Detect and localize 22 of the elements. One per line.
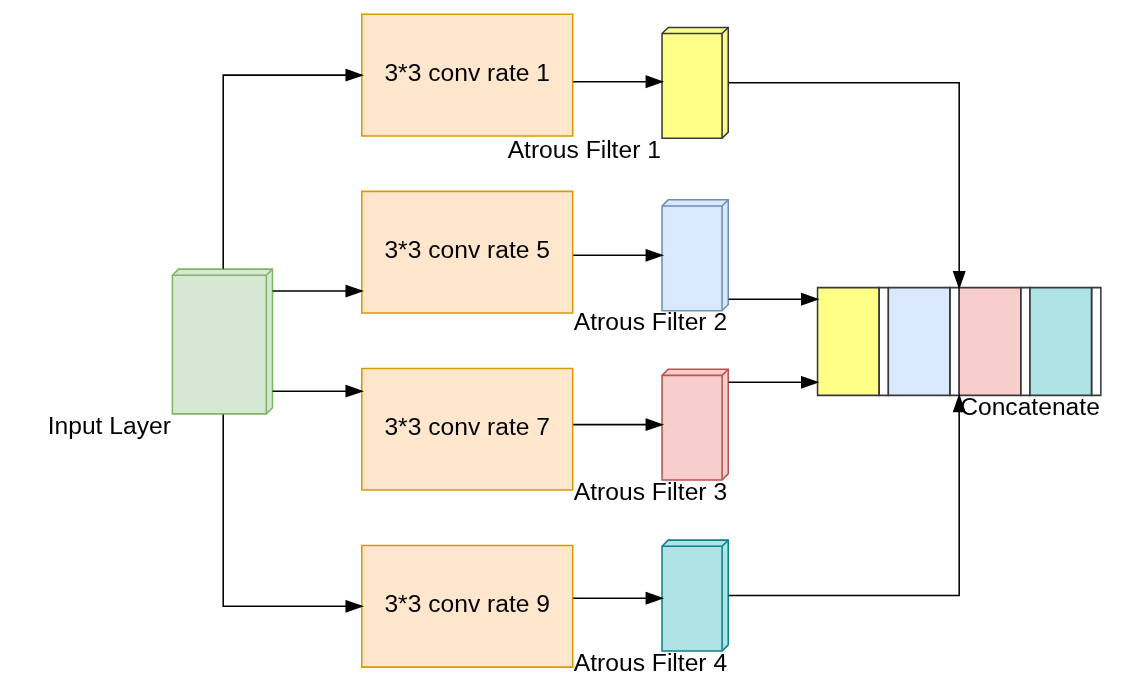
node-box: 3*3 conv rate 5 (361, 190, 574, 314)
arrow (727, 375, 820, 389)
arrow (572, 75, 665, 89)
node-box: 3*3 conv rate 9 (361, 544, 574, 668)
arrow (222, 68, 364, 270)
arrow (271, 384, 364, 398)
node-box: 3*3 conv rate 7 (361, 367, 574, 491)
node-label: Input Layer (47, 411, 171, 439)
node-label: Atrous Filter 1 (507, 135, 661, 163)
node-label: Atrous Filter 4 (573, 648, 728, 676)
arrow (727, 292, 820, 306)
node-box: 3*3 conv rate 1 (361, 13, 574, 137)
arrow (727, 82, 966, 290)
node-label: Atrous Filter 3 (573, 477, 728, 505)
arrow (572, 418, 665, 432)
arrow (271, 284, 364, 298)
arrow (572, 591, 665, 605)
node-label: Concatenate (960, 393, 1100, 421)
arrow (222, 413, 364, 613)
arrow (572, 248, 665, 262)
arrow (727, 393, 966, 597)
node-label: Atrous Filter 2 (573, 308, 728, 336)
